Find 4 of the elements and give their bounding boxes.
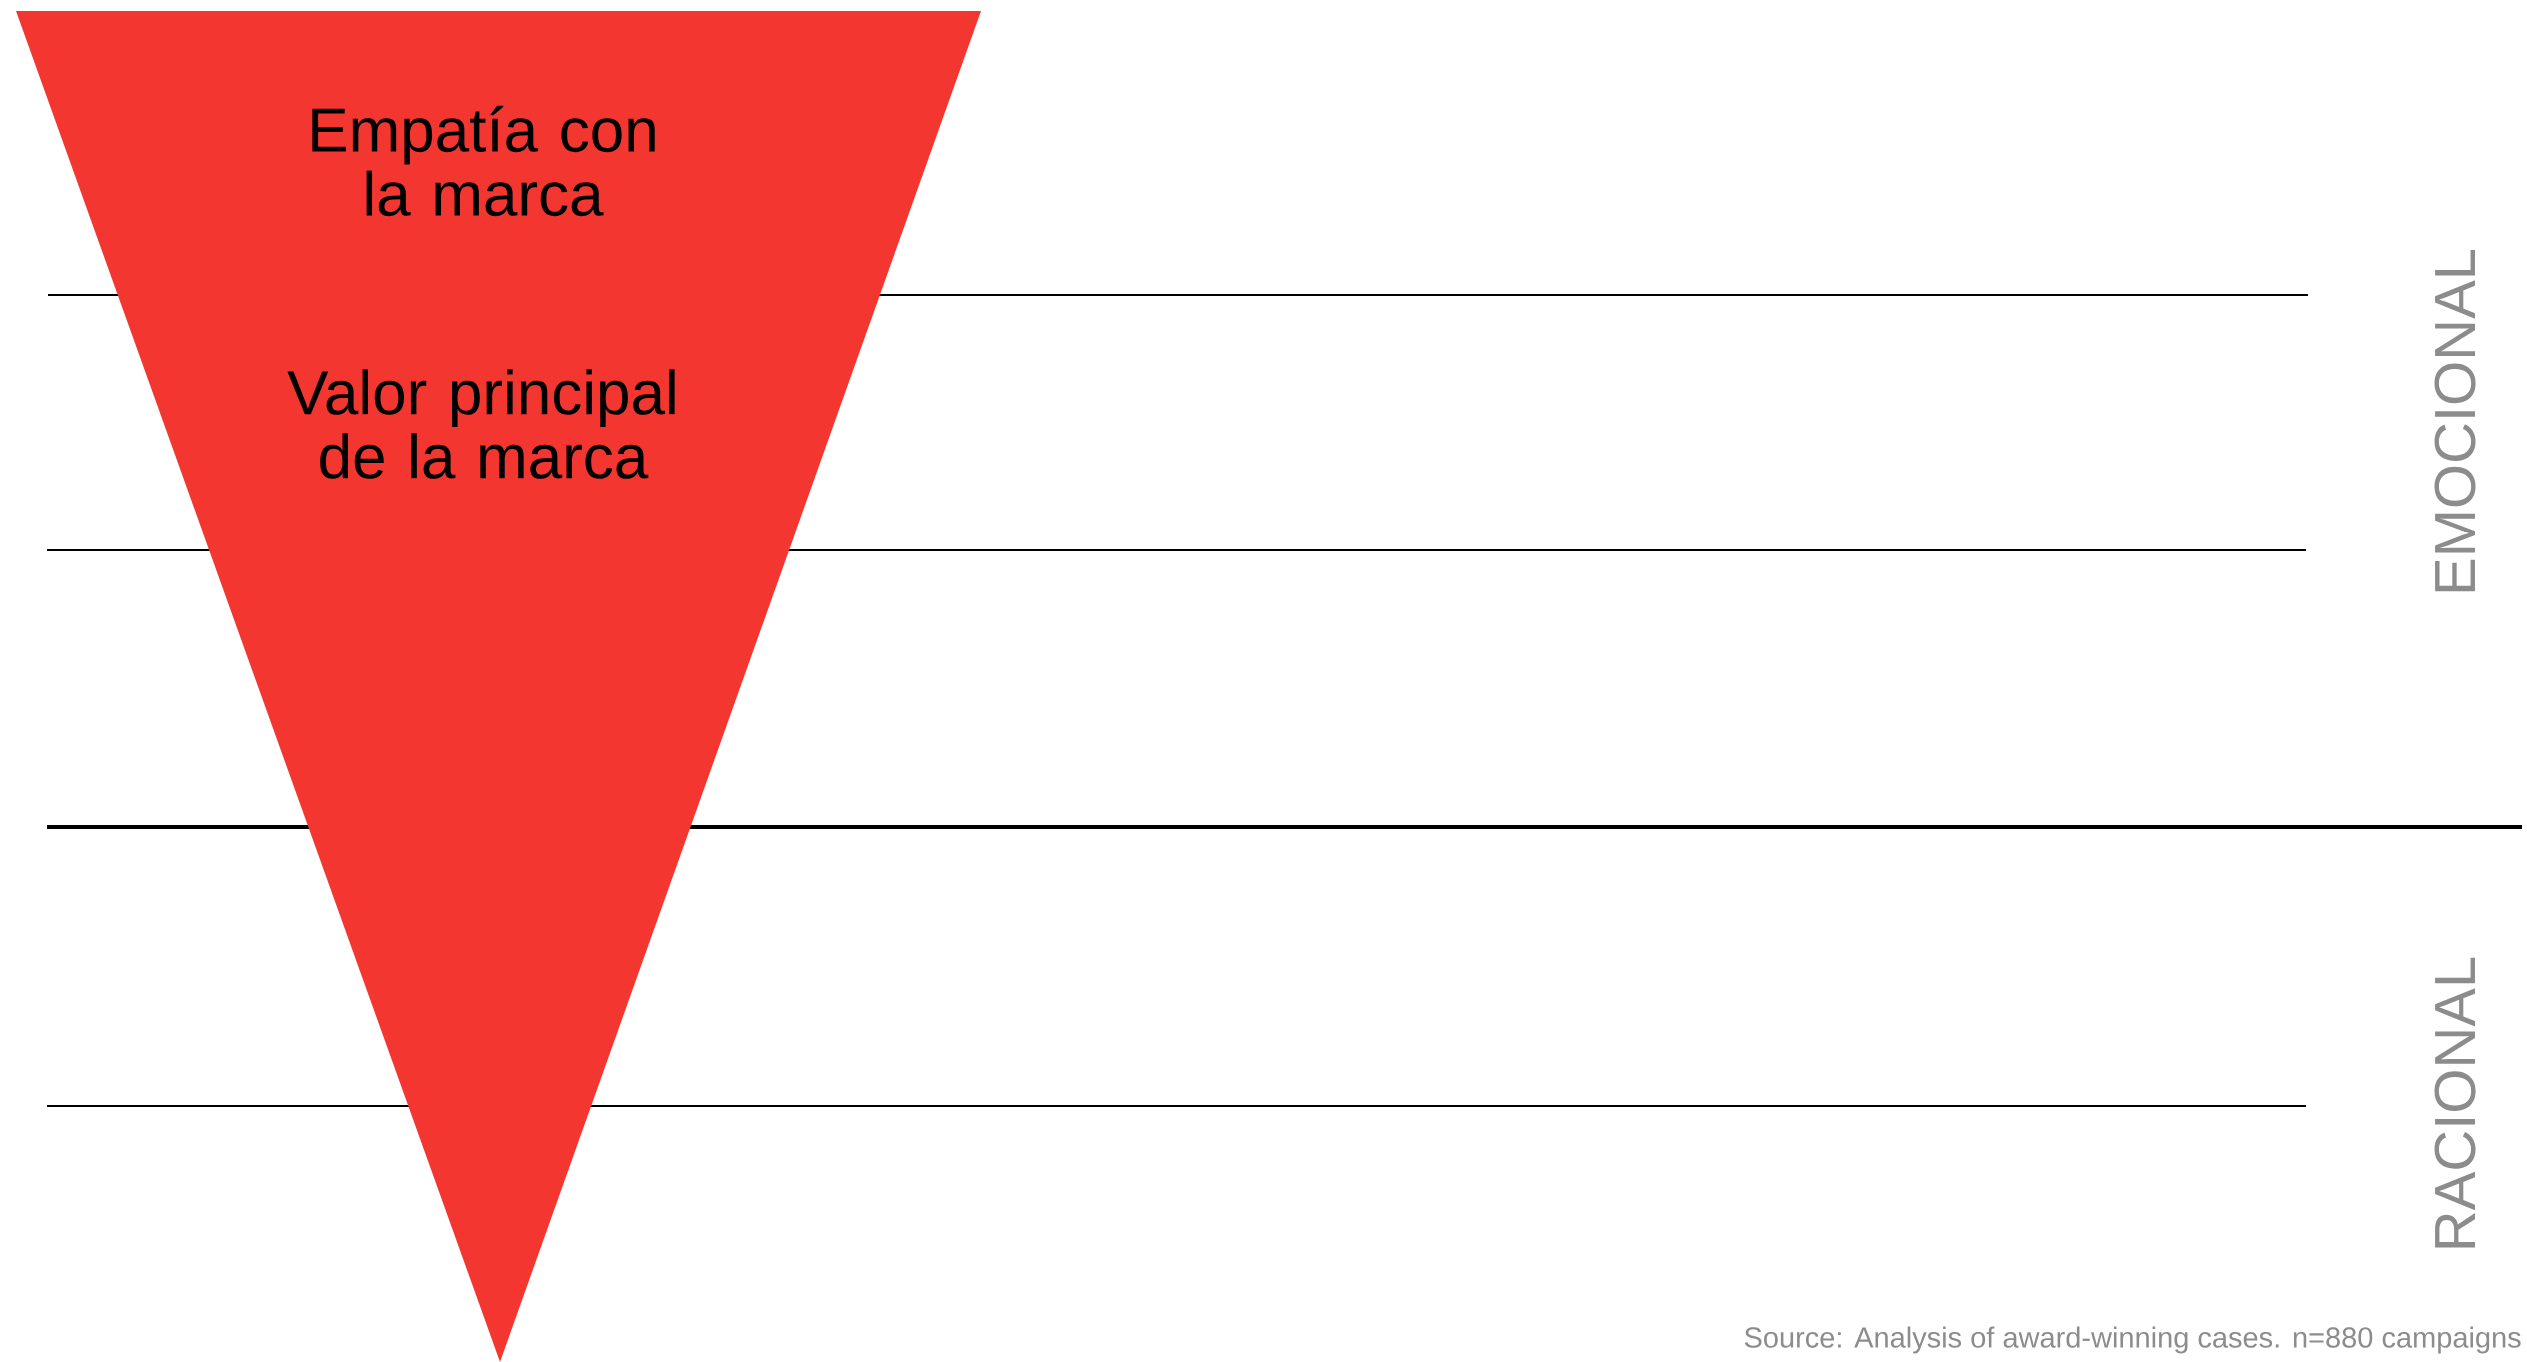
- funnel-triangle: Empatía con la marca Valor principal de la marca: [16, 11, 981, 1362]
- side-label: EMOCIONAL: [2434, 249, 2476, 592]
- caption: Source: Analysis of award-winning cases. n=880 campaigns: [1744, 1326, 2521, 1354]
- side-label: RACIONAL: [2434, 957, 2476, 1248]
